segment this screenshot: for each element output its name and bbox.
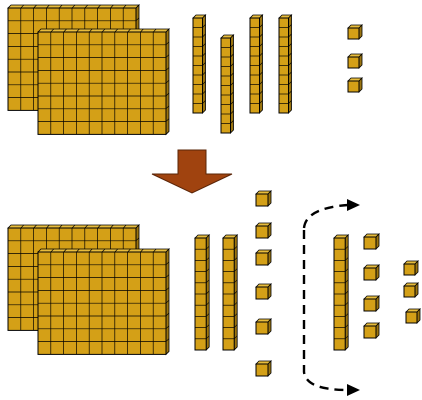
before-tens-rods — [192, 14, 293, 134]
ten-rod — [192, 14, 207, 114]
ten-rod — [194, 234, 211, 351]
down-arrow-icon — [151, 149, 233, 194]
ten-rod — [222, 234, 239, 351]
unit-cube — [255, 360, 272, 377]
unit-cube — [347, 24, 363, 40]
unit-cube — [255, 249, 272, 266]
regrouped-ten-rod — [333, 234, 350, 351]
ten-rod — [249, 14, 264, 114]
after-hundreds-flats — [7, 224, 170, 356]
before-blocks — [7, 4, 363, 136]
unit-cube — [255, 283, 272, 300]
unit-cube — [255, 318, 272, 335]
unit-cube — [347, 53, 363, 69]
unit-cube — [363, 233, 380, 250]
ten-rod — [278, 14, 293, 114]
dashed-bracket-arrows-icon — [302, 199, 360, 396]
unit-cube — [403, 282, 419, 298]
after-tens-rods — [194, 234, 239, 351]
hundred-flat — [37, 28, 170, 136]
unit-cube — [255, 222, 272, 239]
after-blocks — [7, 190, 421, 396]
unit-cube — [363, 264, 380, 281]
regrouped-blocks — [333, 233, 421, 351]
unit-cube — [405, 308, 421, 324]
unit-cube — [403, 260, 419, 276]
hundred-flat — [37, 248, 170, 356]
before-hundreds-flats — [7, 4, 170, 136]
unit-cube — [255, 190, 272, 207]
unit-cube — [363, 295, 380, 312]
after-ones-units — [255, 190, 272, 377]
before-ones-units — [347, 24, 363, 93]
ten-rod — [220, 34, 235, 134]
unit-cube — [363, 322, 380, 339]
unit-cube — [347, 77, 363, 93]
